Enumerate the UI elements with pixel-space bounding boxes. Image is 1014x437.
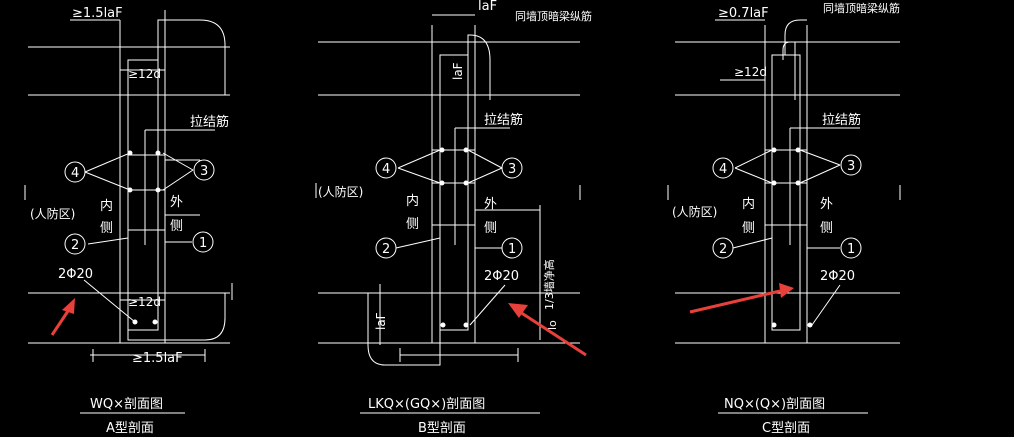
- annotation-arrows: [50, 283, 794, 357]
- lo-label: lo: [546, 320, 559, 330]
- tie-bar-label: 拉结筋: [484, 112, 523, 128]
- section-a: [24, 10, 233, 414]
- inner-side-label-2: 侧: [100, 221, 113, 236]
- anchor-bottom-left-label: laF: [374, 312, 388, 330]
- bar-2-number: 2: [382, 242, 390, 257]
- inner-side-label-1: 内: [406, 193, 419, 209]
- section-code: NQ×(Q×)剖面图: [724, 397, 825, 412]
- section-code: LKQ×(GQ×)剖面图: [368, 397, 485, 412]
- bar-1-number: 1: [199, 236, 207, 251]
- tie-bar-label: 拉结筋: [822, 112, 861, 128]
- inner-side-label-1: 内: [100, 198, 113, 214]
- inner-side-label-1: 内: [742, 196, 755, 212]
- anchor-top-note: 同墙顶暗梁纵筋: [515, 9, 592, 23]
- bar-1-number: 1: [847, 242, 855, 257]
- outer-side-label-2: 侧: [170, 219, 183, 234]
- height-note: 1/3墙净高: [542, 259, 556, 310]
- bottom-bars-label: 2Φ20: [484, 269, 519, 284]
- tie-bar-label: 拉结筋: [190, 114, 229, 130]
- section-c-labels: ≥0.7laF 同墙顶暗梁纵筋 ≥12d 拉结筋 4 3 2 1 内 侧 外 侧…: [672, 1, 900, 436]
- section-code: WQ×剖面图: [90, 397, 163, 412]
- outer-side-label-1: 外: [484, 197, 497, 212]
- bar-2-number: 2: [71, 238, 79, 253]
- section-type: A型剖面: [106, 421, 154, 436]
- anchor-top-label: laF: [478, 0, 497, 14]
- section-b-labels: laF 同墙顶暗梁纵筋 laF 拉结筋 4 3 2 1 内 侧 外 侧 (人防区…: [318, 0, 592, 436]
- section-type: B型剖面: [418, 421, 466, 436]
- bar-4-number: 4: [719, 162, 727, 177]
- anchor-top-note: 同墙顶暗梁纵筋: [823, 1, 900, 15]
- red-arrowhead-middle: [508, 303, 528, 318]
- red-arrowhead-right: [779, 283, 794, 298]
- bar-3-number: 3: [508, 162, 516, 177]
- section-b: [315, 14, 581, 414]
- red-arrow-right: [689, 289, 781, 314]
- bar-4-number: 4: [71, 166, 79, 181]
- bar-3-number: 3: [200, 164, 208, 179]
- bar-3-number: 3: [847, 159, 855, 174]
- civil-defense-label: (人防区): [318, 184, 363, 199]
- anchor-top-label: ≥1.5laF: [72, 6, 123, 21]
- bar-2-number: 2: [719, 242, 727, 257]
- outer-side-label-2: 侧: [484, 221, 497, 236]
- red-arrow-left: [50, 307, 72, 336]
- bar-4-number: 4: [382, 162, 390, 177]
- anchor-bottom-label: ≥1.5laF: [132, 351, 183, 366]
- bottom-bars-label: 2Φ20: [820, 269, 855, 284]
- section-type: C型剖面: [762, 421, 810, 436]
- anchor-vertical-label: laF: [451, 62, 465, 80]
- inner-side-label-2: 侧: [406, 217, 419, 232]
- civil-defense-label: (人防区): [30, 206, 75, 221]
- lap-12d-label: ≥12d: [734, 65, 767, 79]
- section-a-labels: ≥1.5laF ≥12d 拉结筋 4 3 2 1 内 侧 外 侧 (人防区) 2…: [30, 6, 229, 436]
- bottom-bars-label: 2Φ20: [58, 267, 93, 282]
- anchor-top-label: ≥0.7laF: [718, 6, 769, 21]
- lap-12d-top-label: ≥12d: [128, 67, 161, 81]
- civil-defense-label: (人防区): [672, 204, 717, 219]
- inner-side-label-2: 侧: [742, 221, 755, 236]
- outer-side-label-1: 外: [820, 197, 833, 212]
- outer-side-label-1: 外: [170, 195, 183, 210]
- outer-side-label-2: 侧: [820, 221, 833, 236]
- bar-1-number: 1: [508, 242, 516, 257]
- red-arrowhead-left: [62, 298, 75, 314]
- lap-12d-bottom-label: ≥12d: [128, 295, 161, 309]
- red-arrow-middle: [519, 310, 587, 357]
